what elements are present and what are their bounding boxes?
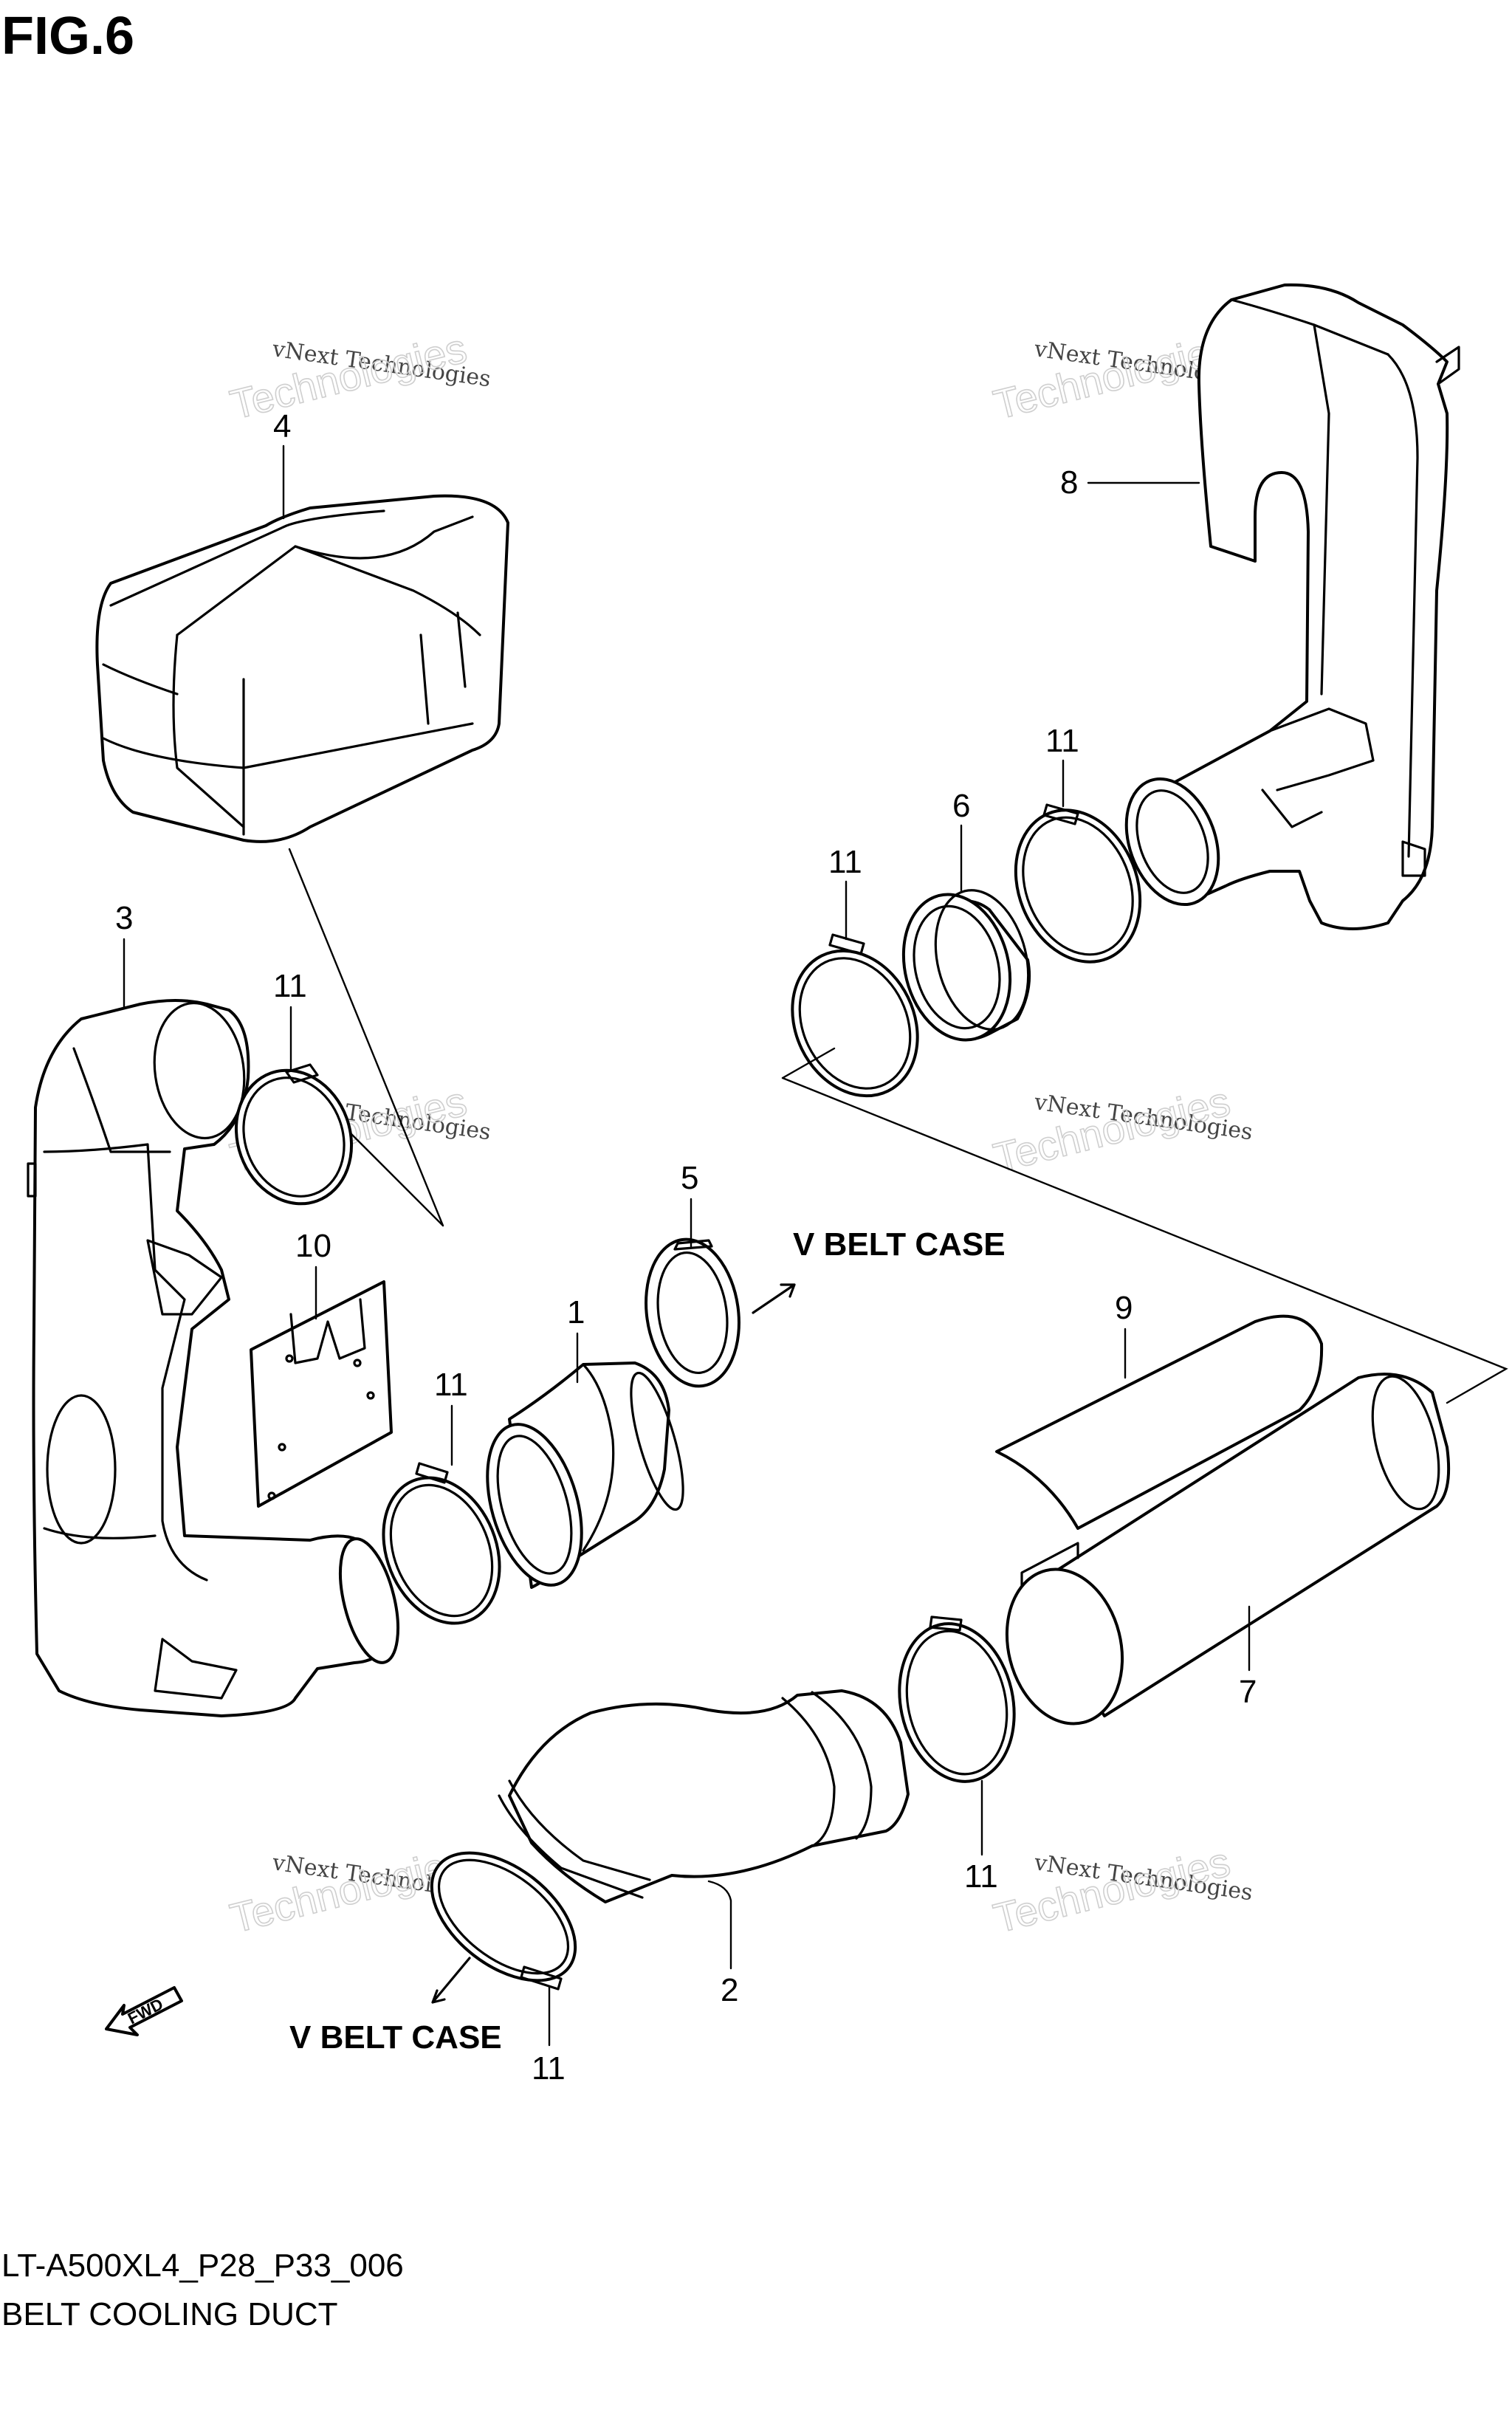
svg-text:Technologies: Technologies — [989, 1077, 1234, 1181]
svg-text:FWD: FWD — [125, 1994, 166, 2027]
svg-text:V BELT CASE: V BELT CASE — [793, 1226, 1006, 1263]
callout-2: 2 — [707, 1880, 738, 2008]
fwd-direction-arrow: FWD — [105, 1986, 183, 2036]
diagram-code: LT-A500XL4_P28_P33_006 — [1, 2247, 404, 2284]
svg-text:8: 8 — [1060, 464, 1078, 501]
assembly-line-8 — [781, 1047, 1508, 1404]
part-11-clamp-a — [234, 1063, 354, 1206]
part-1-joint-sleeve — [486, 1361, 684, 1589]
svg-text:1: 1 — [567, 1294, 585, 1330]
svg-text:11: 11 — [964, 1858, 998, 1895]
figure-title: FIG.6 — [1, 7, 135, 66]
callout-6: 6 — [952, 788, 970, 892]
part-11-clamp-d — [382, 1462, 501, 1625]
callout-1: 1 — [567, 1294, 585, 1384]
part-5-oval-gasket — [645, 1237, 740, 1388]
svg-text:9: 9 — [1115, 1290, 1133, 1326]
v-belt-case-lower: V BELT CASE — [289, 1957, 502, 2056]
svg-text:11: 11 — [828, 844, 862, 880]
svg-text:4: 4 — [273, 408, 291, 444]
callout-11-a: 11 — [273, 968, 307, 1072]
callout-11-c: 11 — [1045, 723, 1079, 808]
watermark-top-left: vNext Technologies Technologies — [225, 324, 492, 429]
part-11-clamp-b — [791, 933, 919, 1098]
callout-7: 7 — [1239, 1605, 1257, 1710]
svg-text:5: 5 — [681, 1160, 698, 1196]
watermark-middle-right: vNext Technologies Technologies — [989, 1077, 1254, 1182]
callout-9: 9 — [1115, 1290, 1133, 1379]
callout-11-e: 11 — [964, 1779, 998, 1895]
part-2-curved-hose — [498, 1689, 910, 1903]
svg-text:7: 7 — [1239, 1674, 1257, 1710]
part-10-filter-plate — [250, 1280, 393, 1508]
watermark-bottom-right: vNext Technologies Technologies — [989, 1838, 1254, 1943]
v-belt-case-upper: V BELT CASE — [752, 1226, 1006, 1314]
svg-text:11: 11 — [273, 968, 307, 1004]
part-9-heat-shield — [995, 1314, 1324, 1530]
part-6-coupling — [901, 889, 1031, 1042]
part-7-cooling-tube — [1005, 1373, 1451, 1725]
part-3-left-duct — [27, 999, 400, 1717]
callout-11-d: 11 — [434, 1367, 468, 1466]
callout-10: 10 — [295, 1228, 331, 1320]
part-11-clamp-e — [898, 1615, 1016, 1783]
part-11-clamp-c — [1014, 803, 1142, 964]
svg-text:2: 2 — [721, 1972, 738, 2008]
svg-text:11: 11 — [532, 2050, 566, 2087]
svg-text:6: 6 — [952, 788, 970, 824]
svg-text:11: 11 — [434, 1367, 468, 1403]
part-8-upper-duct — [1124, 283, 1460, 930]
part-11-clamp-f — [430, 1851, 577, 1991]
svg-text:V BELT CASE: V BELT CASE — [289, 2019, 502, 2056]
svg-text:3: 3 — [115, 900, 133, 936]
svg-text:Technologies: Technologies — [226, 324, 471, 427]
diagram-name: BELT COOLING DUCT — [1, 2296, 338, 2332]
callout-11-f: 11 — [532, 1985, 566, 2087]
callout-5: 5 — [681, 1160, 698, 1248]
callout-8: 8 — [1060, 464, 1200, 501]
svg-text:10: 10 — [295, 1228, 331, 1264]
callout-4: 4 — [273, 408, 291, 520]
callout-11-b: 11 — [828, 844, 862, 941]
part-4-duct-cover — [95, 494, 509, 843]
svg-text:Technologies: Technologies — [989, 1838, 1234, 1941]
svg-text:11: 11 — [1045, 723, 1079, 759]
callout-3: 3 — [115, 900, 133, 1009]
